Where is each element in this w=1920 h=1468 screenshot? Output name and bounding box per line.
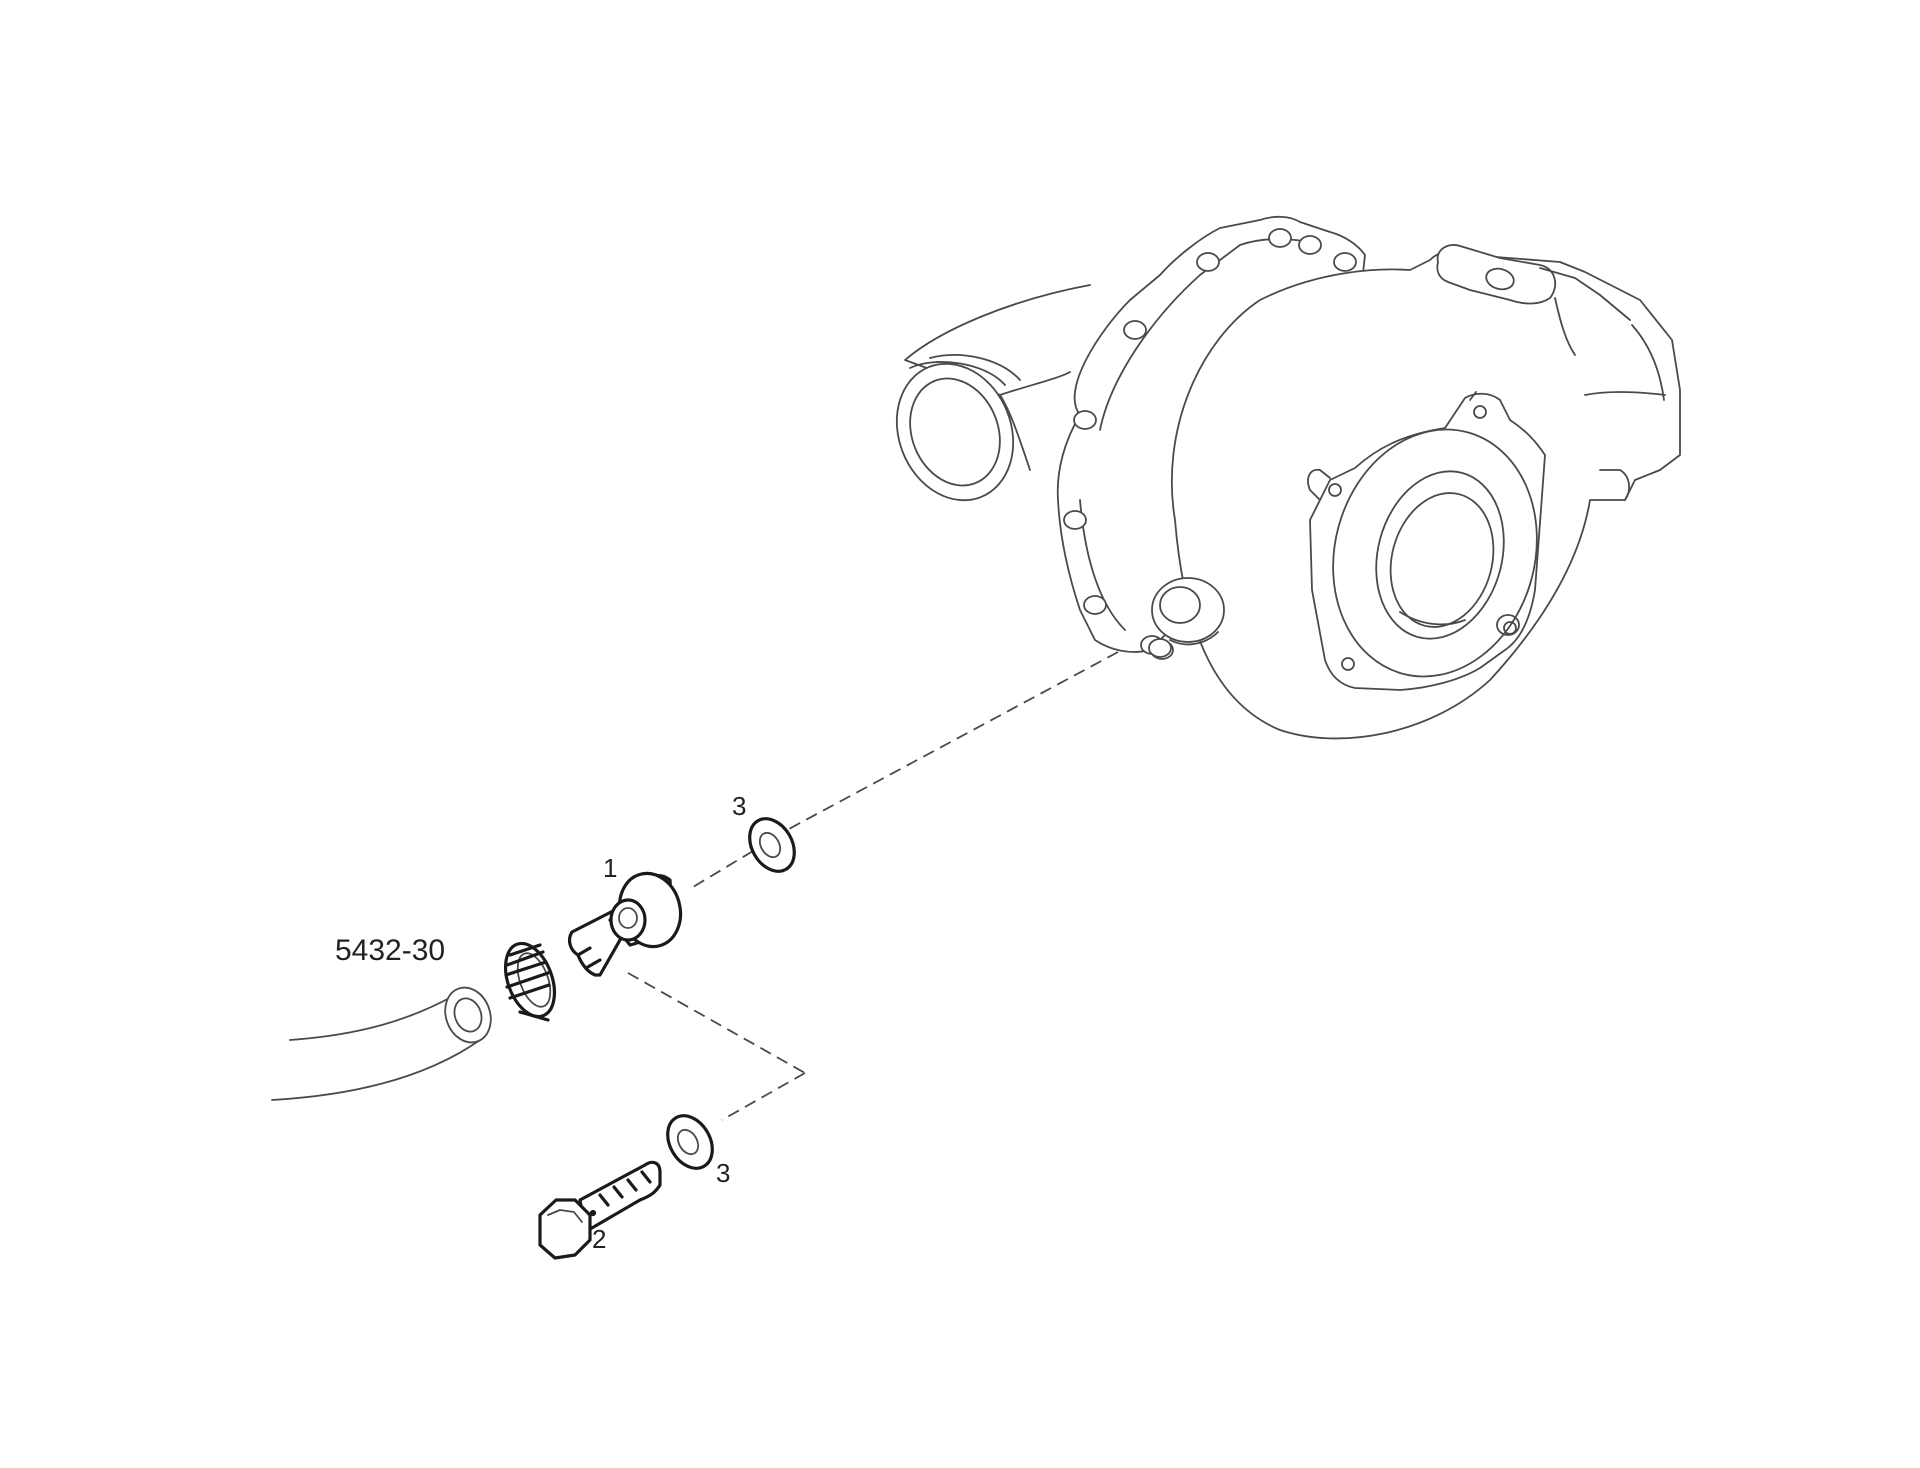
banjo-fitting-icon xyxy=(567,871,683,977)
callout-labels: 5432-30 1 3 3 2 xyxy=(335,791,746,1254)
callout-1: 1 xyxy=(603,853,617,883)
hose-clamp-icon xyxy=(503,941,557,1022)
callout-3-lower: 3 xyxy=(716,1158,730,1188)
reference-label: 5432-30 xyxy=(335,934,445,967)
callout-3-upper: 3 xyxy=(732,791,746,821)
turbocharger-housing-icon xyxy=(895,215,1681,740)
sealing-washer-icon xyxy=(748,817,796,873)
callout-2: 2 xyxy=(592,1224,606,1254)
hose-icon xyxy=(271,986,492,1101)
banjo-bolt-icon xyxy=(538,1160,662,1260)
sealing-washer-icon xyxy=(666,1114,714,1170)
assembly-guide-lines xyxy=(627,651,1119,1121)
